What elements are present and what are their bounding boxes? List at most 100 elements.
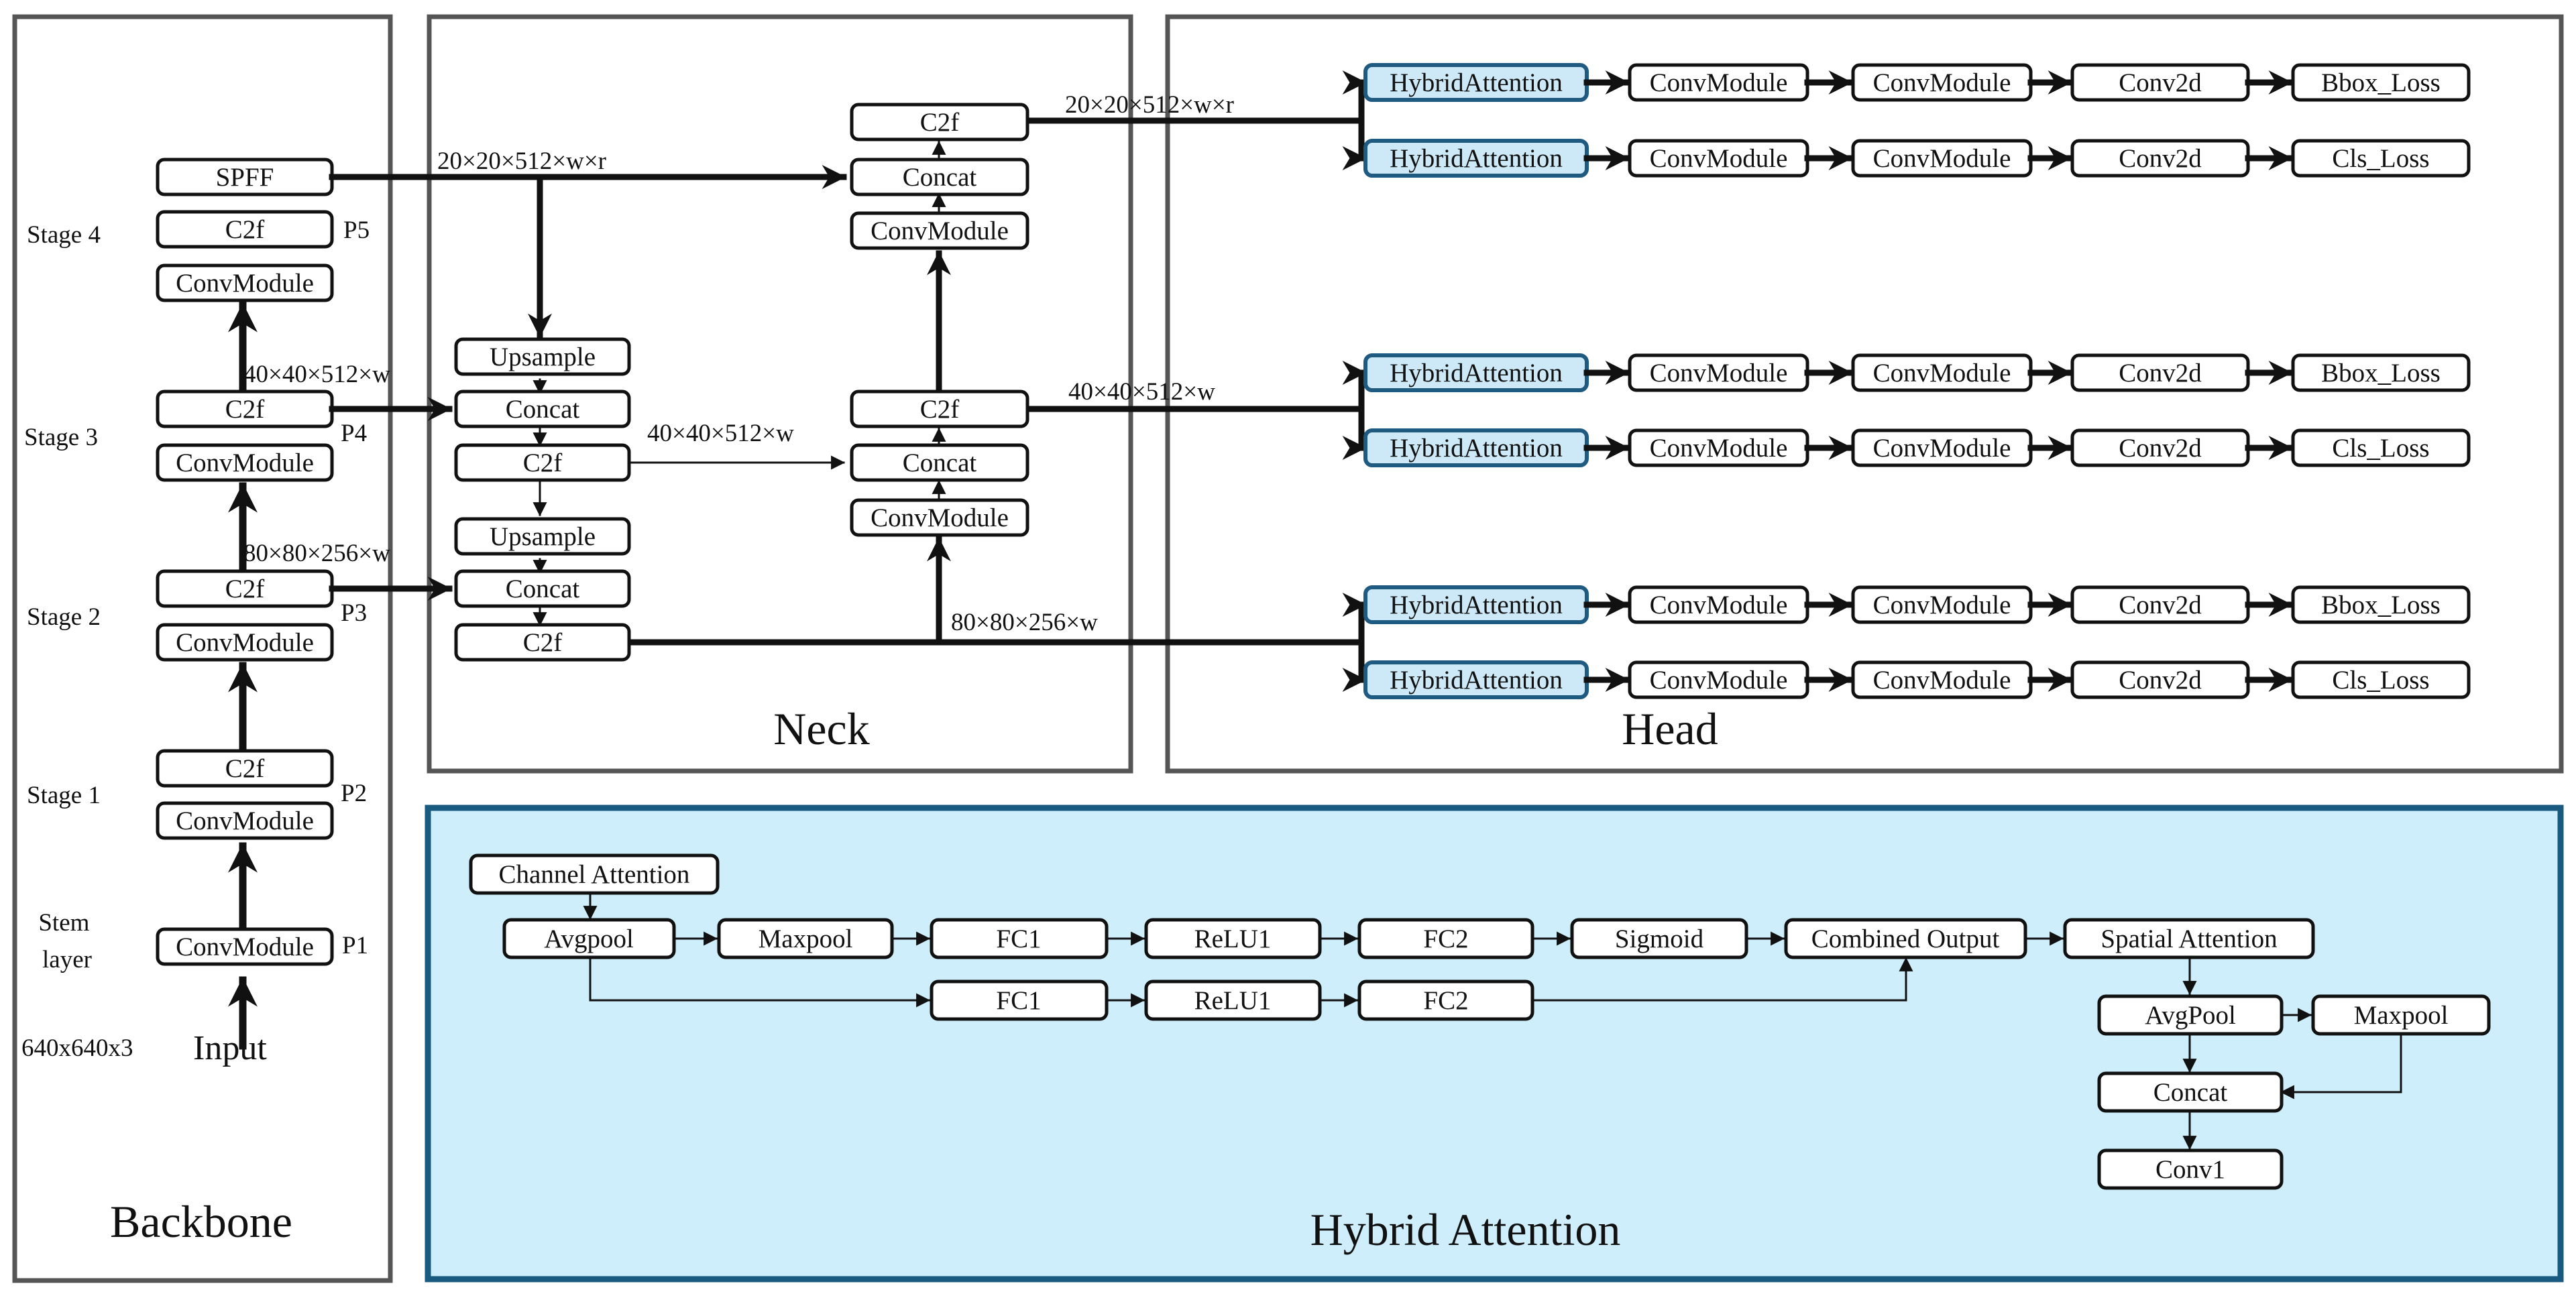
neck-block-concat-top: Concat [850,158,1029,196]
block-label: ConvModule [176,807,314,835]
backbone-edge-label-1: 40×40×512×w [243,361,390,388]
neck-block-upsample-2: Upsample [454,517,631,556]
block-label: Upsample [490,522,596,551]
attention-block-spatial-maxpool: Maxpool [2311,994,2491,1036]
head-block-hybridattention: HybridAttention [1363,353,1589,392]
block-label: HybridAttention [1390,359,1563,388]
head-block-hybridattention: HybridAttention [1363,63,1589,102]
backbone-block-convmodule-stage2: ConvModule [156,623,334,662]
block-label: ConvModule [176,269,314,298]
head-block-conv2d: Conv2d [2070,660,2250,699]
head-block-hybridattention: HybridAttention [1363,428,1589,467]
block-label: ConvModule [176,933,314,961]
head-block-bbox-loss: Bbox_Loss [2291,63,2471,102]
attention-block-avgpool: Avgpool [502,918,676,959]
backbone-edge-label-2: 80×80×256×w [243,540,390,567]
stage-2-label: Stage 2 [27,603,101,631]
block-label: C2f [523,628,563,657]
neck-block-c2f-2: C2f [454,623,631,662]
block-label: Concat [903,449,977,477]
block-label: ConvModule [1650,591,1788,619]
neck-edge-label-c2f-mid: 40×40×512×w [647,420,794,447]
block-label: Bbox_Loss [2321,359,2441,388]
head-block-convmodule: ConvModule [1851,139,2033,178]
block-label: ConvModule [1650,359,1788,388]
head-block-convmodule: ConvModule [1851,585,2033,624]
backbone-block-spff: SPFF [156,158,334,196]
neck-edge-label-bottom-out: 80×80×256×w [951,609,1098,636]
block-label: Conv2d [2119,144,2202,173]
block-label: C2f [225,395,265,424]
p4-label: P4 [341,420,367,447]
neck-block-c2f-mid: C2f [850,390,1029,428]
block-label: ConvModule [1650,434,1788,463]
head-block-convmodule: ConvModule [1628,63,1809,102]
attention-block-fc2-branch: FC2 [1357,979,1534,1021]
neck-block-concat-1: Concat [454,390,631,428]
block-label: HybridAttention [1390,666,1563,695]
hybrid-attention-panel [425,805,2564,1283]
attention-block-fc2: FC2 [1357,918,1534,959]
backbone-block-c2f-p3: C2f [156,569,334,608]
block-label: ConvModule [871,217,1009,245]
head-block-cls-loss: Cls_Loss [2291,428,2471,467]
block-label: ConvModule [1873,359,2011,388]
block-label: Sigmoid [1615,925,1704,953]
attention-block-channel-attention: Channel Attention [469,853,720,895]
attention-block-maxpool: Maxpool [717,918,894,959]
head-block-cls-loss: Cls_Loss [2291,660,2471,699]
neck-edge-label-mid-out: 40×40×512×w [1068,378,1215,406]
backbone-block-c2f-p5: C2f [156,210,334,249]
block-label: Maxpool [759,925,853,953]
block-label: ConvModule [1650,666,1788,695]
backbone-block-convmodule-stem: ConvModule [156,927,334,966]
block-label: Bbox_Loss [2321,68,2441,97]
head-block-hybridattention: HybridAttention [1363,139,1589,178]
head-block-hybridattention: HybridAttention [1363,585,1589,624]
block-label: Conv2d [2119,434,2202,463]
block-label: Concat [903,163,977,192]
block-label: FC1 [996,986,1041,1015]
head-block-conv2d: Conv2d [2070,585,2250,624]
input-label: Input [193,1029,267,1067]
block-label: HybridAttention [1390,434,1563,463]
head-block-conv2d: Conv2d [2070,353,2250,392]
neck-block-convmodule-top: ConvModule [850,211,1029,250]
block-label: C2f [225,575,265,603]
head-block-convmodule: ConvModule [1628,585,1809,624]
neck-title: Neck [773,703,869,754]
block-label: ConvModule [1873,591,2011,619]
block-label: ReLU1 [1194,986,1272,1015]
head-block-convmodule: ConvModule [1628,139,1809,178]
block-label: Conv2d [2119,68,2202,97]
head-panel [1165,14,2564,774]
block-label: C2f [523,449,563,477]
neck-block-c2f-top: C2f [850,103,1029,141]
stage-4-label: Stage 4 [27,221,101,249]
block-label: FC2 [1423,986,1468,1015]
head-block-convmodule: ConvModule [1851,660,2033,699]
block-label: Bbox_Loss [2321,591,2441,619]
head-row: HybridAttention ConvModule ConvModule Conv2… [1342,139,2471,178]
block-label: SPFF [216,163,274,192]
attention-block-sigmoid: Sigmoid [1570,918,1748,959]
input-size-label: 640x640x3 [21,1034,133,1062]
block-label: ConvModule [1873,144,2011,173]
neck-connectors [329,117,1328,646]
block-label: ConvModule [176,628,314,657]
attention-block-spatial-attention: Spatial Attention [2063,918,2315,959]
head-block-hybridattention: HybridAttention [1363,660,1589,699]
block-label: Conv2d [2119,591,2202,619]
p2-label: P2 [341,780,367,807]
block-label: Cls_Loss [2332,434,2429,463]
backbone-block-convmodule-stage3: ConvModule [156,443,334,482]
block-label: ConvModule [1650,68,1788,97]
head-block-convmodule: ConvModule [1628,428,1809,467]
backbone-title: Backbone [110,1196,292,1247]
backbone-block-c2f-p4: C2f [156,390,334,428]
p1-label: P1 [342,932,368,959]
backbone-block-convmodule-stage1: ConvModule [156,801,334,840]
head-row: HybridAttention ConvModule ConvModule Conv2… [1342,660,2471,699]
